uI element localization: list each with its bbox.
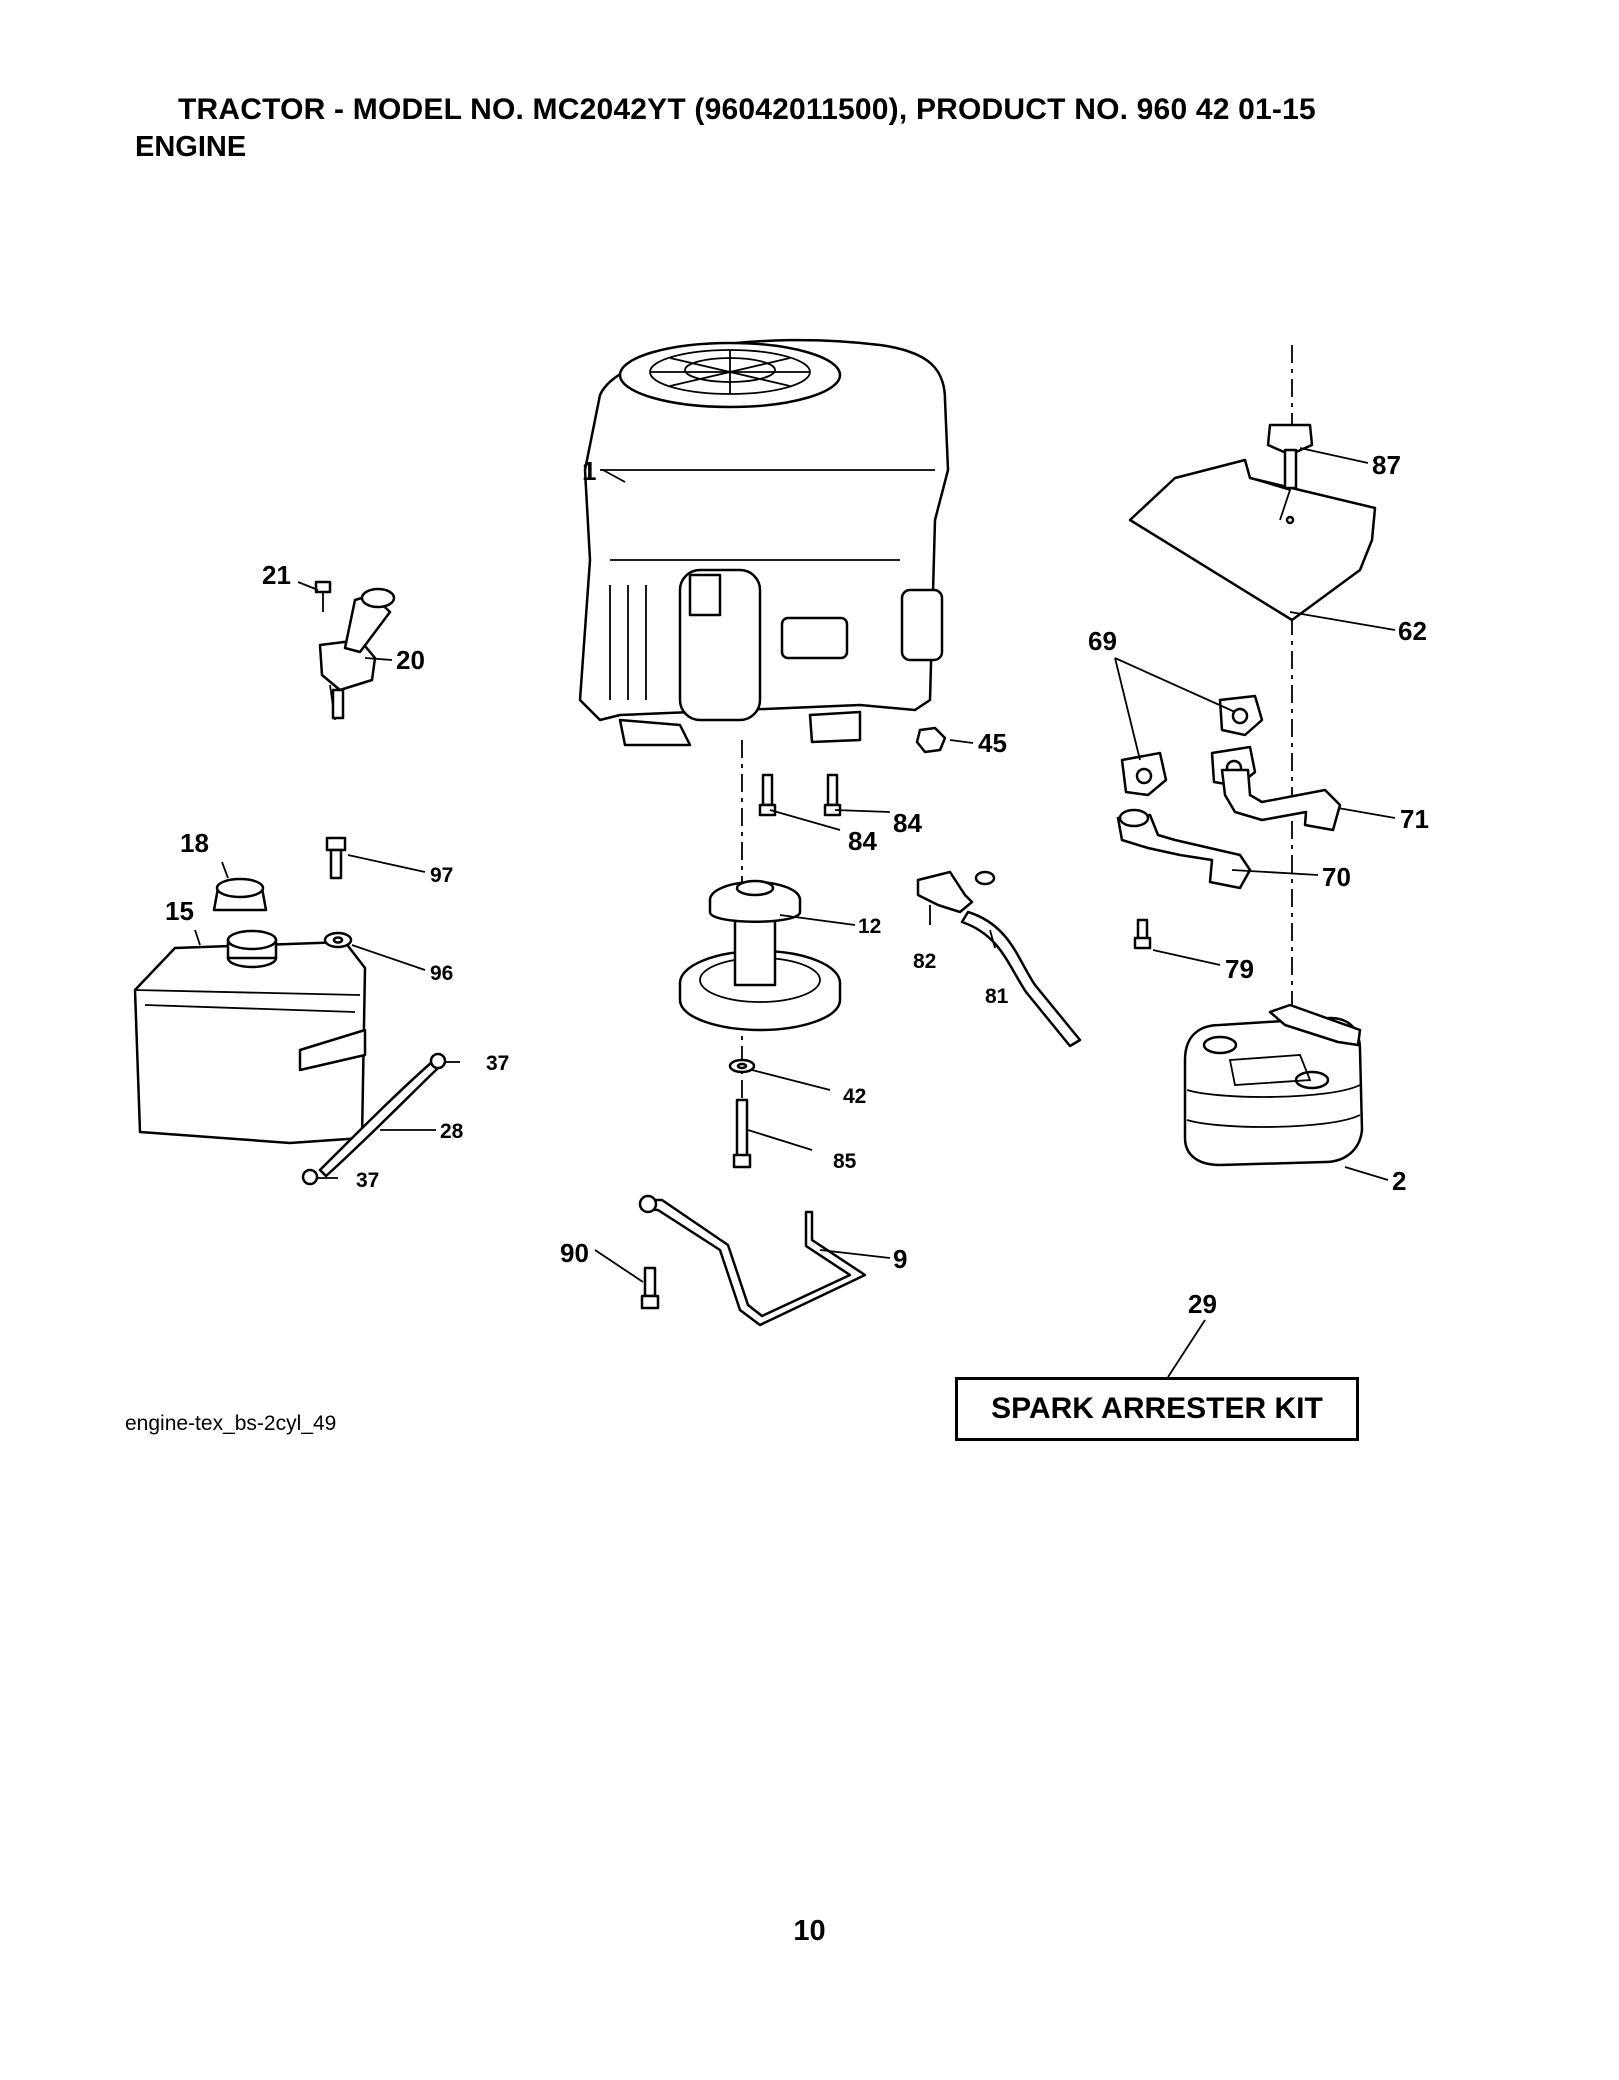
screw-79 [1133, 918, 1152, 950]
callout-labels: 1 2 9 12 15 18 20 21 28 29 37 37 42 45 6… [165, 450, 1429, 1319]
page-number: 10 [793, 1915, 826, 1947]
section-title: ENGINE [135, 131, 247, 163]
engine-part [578, 338, 950, 747]
leader-lines [194, 447, 1396, 1378]
throttle-control-part [318, 587, 396, 721]
nut-45 [915, 726, 947, 754]
screw-21 [314, 580, 332, 612]
washer-96 [323, 931, 353, 949]
callout-37-upper: 37 [486, 1052, 509, 1075]
callout-82: 82 [913, 950, 936, 973]
callout-37-lower: 37 [356, 1169, 379, 1192]
callout-9: 9 [893, 1244, 907, 1274]
callout-62: 62 [1398, 616, 1427, 646]
drain-hose-part [960, 910, 1082, 1048]
callout-69: 69 [1088, 626, 1117, 656]
callout-20: 20 [396, 645, 425, 675]
exhaust-pipe-70 [1116, 813, 1252, 890]
page-title: TRACTOR - MODEL NO. MC2042YT (9604201150… [178, 93, 1316, 126]
gasket-69-top [1218, 694, 1264, 737]
callout-15: 15 [165, 896, 194, 926]
drain-valve-part [916, 870, 996, 914]
bolt-84-left [758, 773, 777, 817]
callout-21: 21 [262, 560, 291, 590]
callout-84-lower: 84 [848, 826, 877, 856]
gasket-69-mid [1120, 751, 1168, 797]
callout-90: 90 [560, 1238, 589, 1268]
fuel-cap-part [212, 877, 268, 912]
callout-97: 97 [430, 864, 453, 887]
spark-arrester-kit-box: SPARK ARRESTER KIT [955, 1377, 1359, 1441]
callout-29: 29 [1188, 1289, 1217, 1319]
figure-id: engine-tex_bs-2cyl_49 [125, 1412, 337, 1435]
washer-42 [728, 1058, 756, 1074]
callout-84-upper: 84 [893, 808, 922, 838]
callout-28: 28 [440, 1120, 464, 1143]
callout-81: 81 [985, 985, 1009, 1008]
clamp-37-upper [429, 1052, 447, 1070]
callout-2: 2 [1392, 1166, 1406, 1196]
bracket-part [642, 1197, 867, 1327]
bolt-85 [732, 1098, 752, 1169]
heat-shield-part [1128, 458, 1377, 622]
pulley-part [678, 879, 842, 1032]
bolt-90 [640, 1266, 660, 1310]
knob-87 [1266, 423, 1314, 490]
callout-42: 42 [843, 1085, 866, 1108]
bolt-97 [325, 836, 347, 880]
callout-96: 96 [430, 962, 453, 985]
callout-12: 12 [858, 915, 881, 938]
muffler-part [1183, 1003, 1364, 1167]
callout-85: 85 [833, 1150, 857, 1173]
callout-79: 79 [1225, 954, 1254, 984]
clamp-37-lower [301, 1168, 319, 1186]
bolt-84-right [823, 773, 842, 817]
callout-45: 45 [978, 728, 1007, 758]
callout-87: 87 [1372, 450, 1401, 480]
callout-70: 70 [1322, 862, 1351, 892]
callout-18: 18 [180, 828, 209, 858]
callout-71: 71 [1400, 804, 1429, 834]
callout-1: 1 [582, 456, 596, 486]
exhaust-pipe-71 [1220, 768, 1342, 832]
fuel-tank-part [133, 929, 367, 1145]
